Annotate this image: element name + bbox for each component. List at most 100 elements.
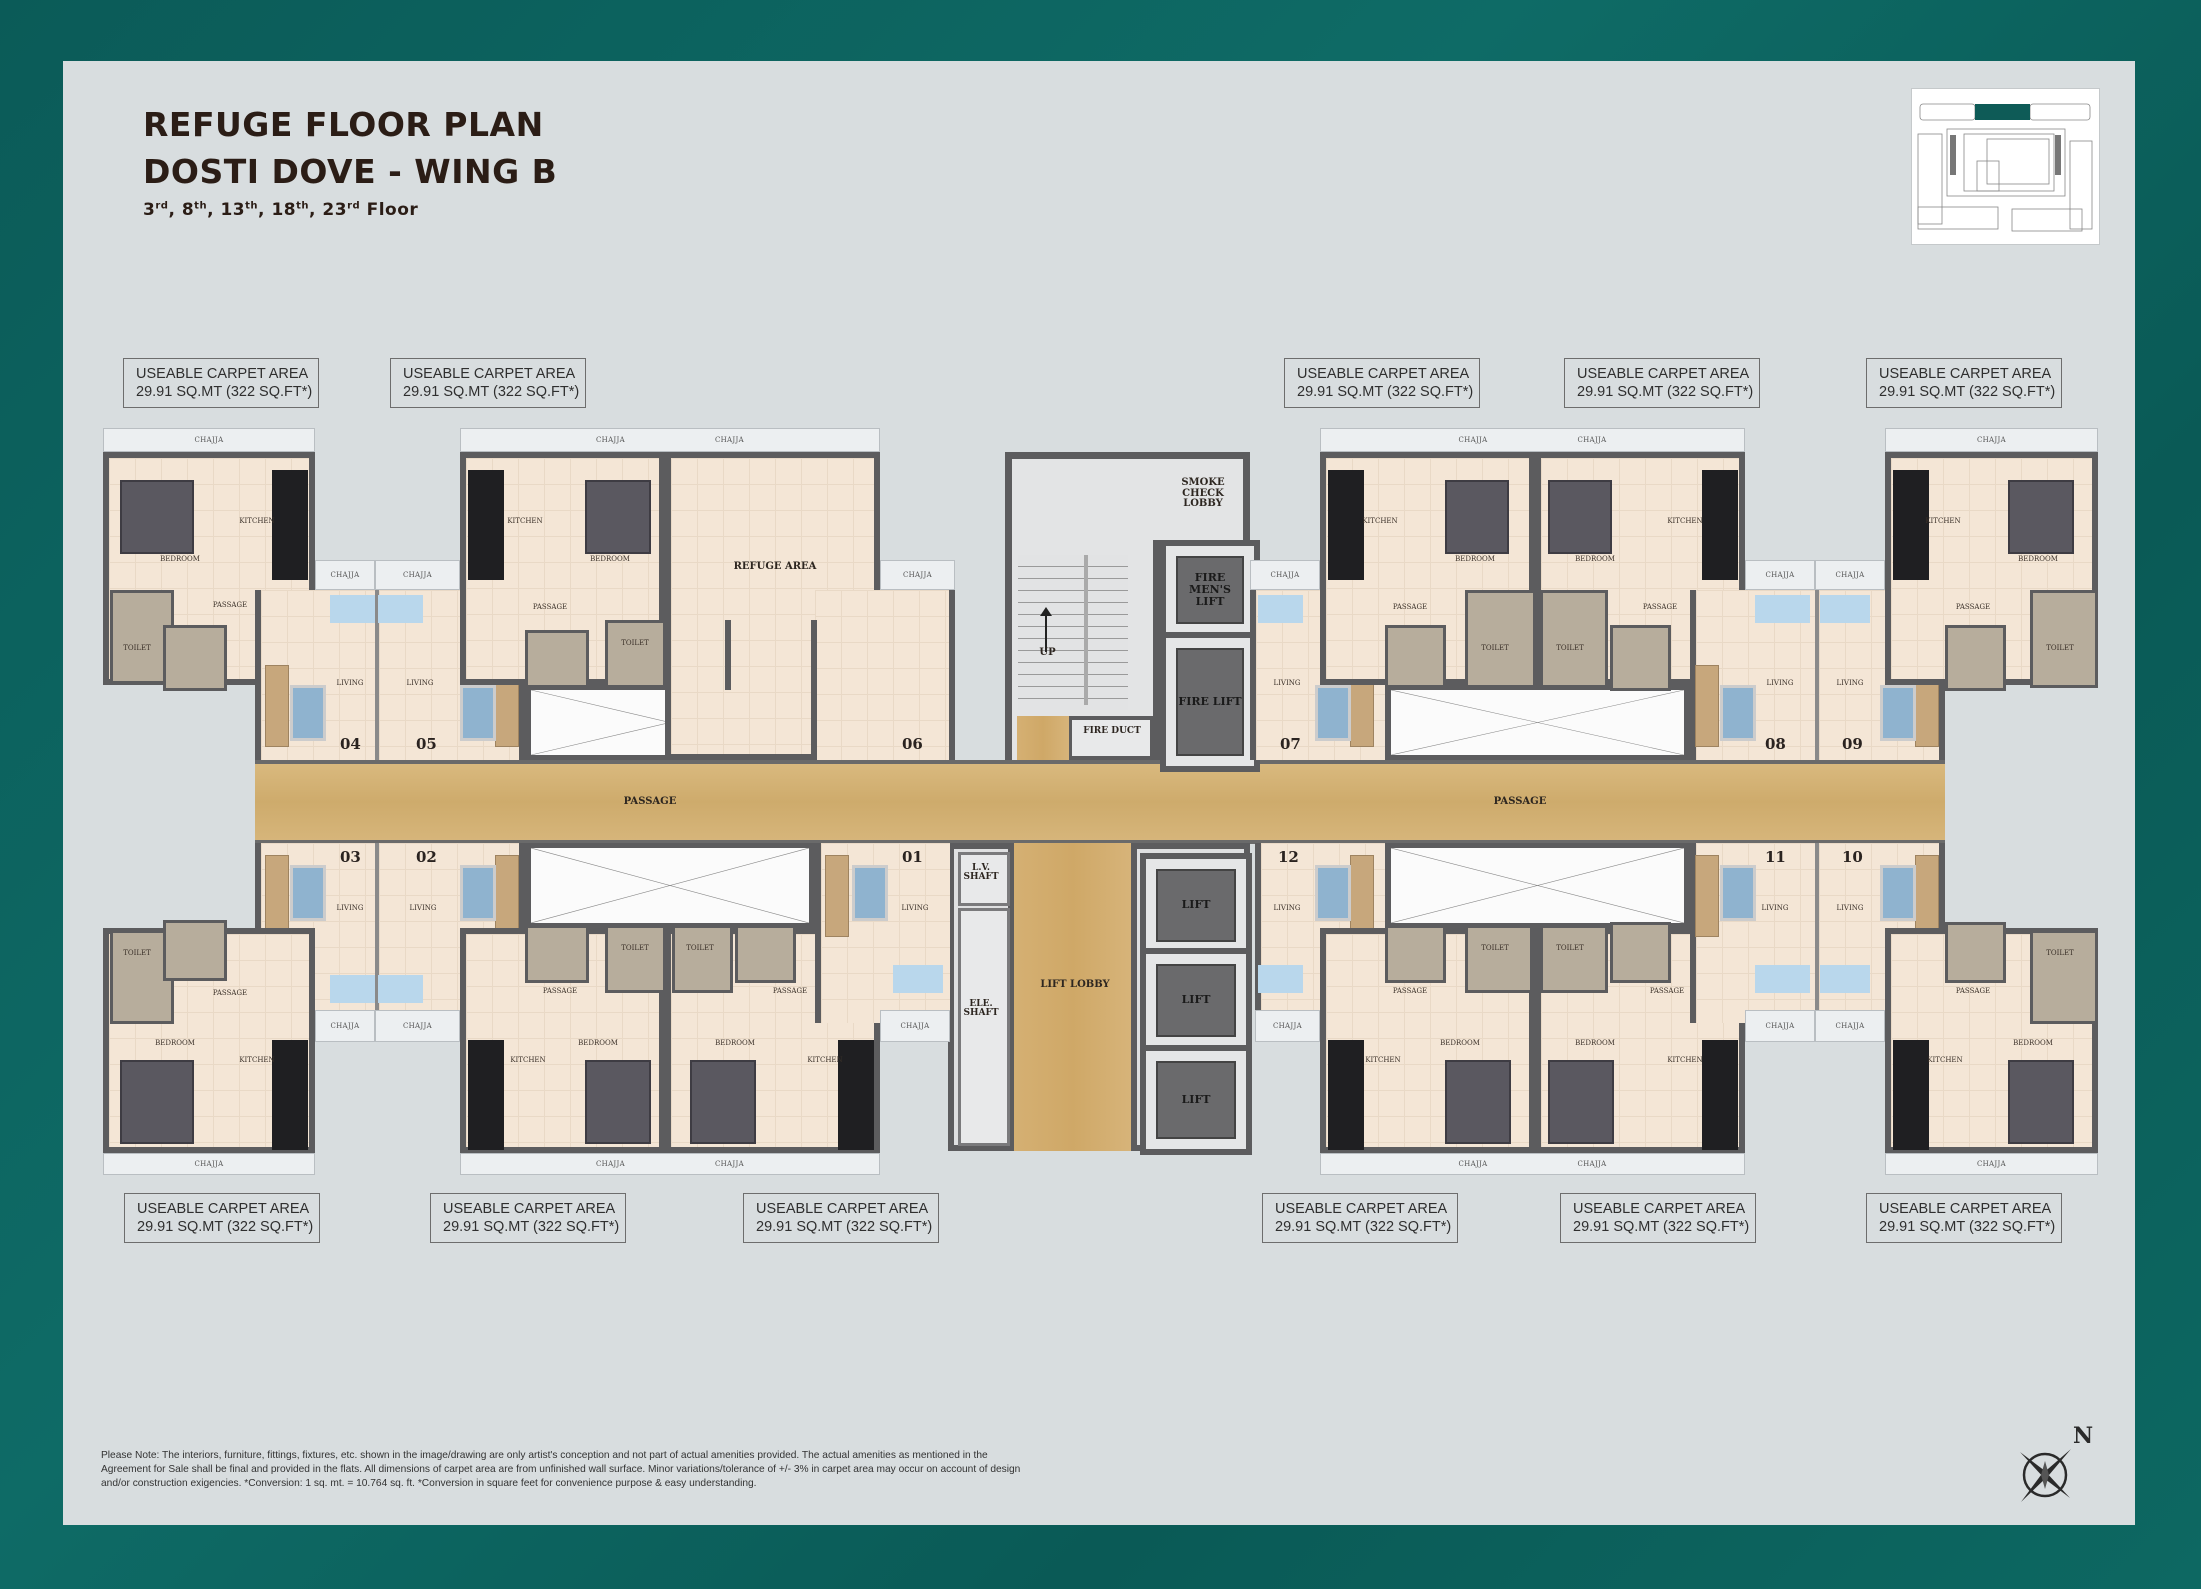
bed-icon [2008,480,2074,554]
chajja: CHAJJA [1885,1153,2098,1175]
room-label-toilet: TOILET [621,639,649,647]
open-void [525,843,815,928]
passenger-lift[interactable]: LIFT [1140,1045,1252,1155]
lift-lobby [1013,843,1133,1151]
chajja: CHAJJA [1815,560,1885,590]
kitchen-counter-icon [272,470,308,580]
room-label-bedroom: BEDROOM [2018,555,2058,563]
chajja: CHAJJA [1255,1010,1320,1042]
ele-shaft [958,908,1010,1146]
dining-table-icon [1258,595,1303,623]
lift-label: LIFT [1156,869,1236,942]
kitchen-counter-icon [1702,1040,1738,1150]
unit-number: 11 [1765,848,1786,866]
passage-corridor [255,760,1945,844]
tv-unit-icon [1880,685,1916,741]
room-label-passage: PASSAGE [1955,987,1991,995]
chajja: CHAJJA [375,560,460,590]
tv-unit-icon [1720,865,1756,921]
floor-list: 3rd, 8th, 13th, 18th, 23rd Floor [143,200,419,220]
toilet-room [1465,590,1536,688]
dining-table-icon [330,595,375,623]
room-label-kitchen: KITCHEN [1365,1056,1401,1064]
room-label-toilet: TOILET [1481,944,1509,952]
passenger-lift[interactable]: LIFT [1140,948,1252,1053]
room-label-passage: PASSAGE [1392,603,1428,611]
toilet-room [735,922,796,983]
chajja: CHAJJA [375,1010,460,1042]
room-label-bedroom: BEDROOM [1575,555,1615,563]
sofa-icon [825,855,849,937]
toilet-room [605,925,666,993]
passenger-lift[interactable]: LIFT [1140,853,1252,958]
refuge-area-label: REFUGE AREA [733,561,817,572]
room-label-toilet: TOILET [1481,644,1509,652]
room-label-living: LIVING [406,679,434,687]
room-label-toilet: TOILET [621,944,649,952]
sofa-icon [265,855,289,937]
room-label-toilet: TOILET [2046,644,2074,652]
room-label-living: LIVING [336,679,364,687]
toilet-room [1385,625,1446,691]
room-label-passage: PASSAGE [212,601,248,609]
fire-duct [1068,716,1154,760]
bed-icon [120,480,194,554]
bed-icon [690,1060,756,1144]
room-label-bedroom: BEDROOM [2013,1039,2053,1047]
toilet-room [1610,625,1671,691]
room-label-toilet: TOILET [1556,644,1584,652]
up-arrow-icon [1045,612,1047,652]
unit-number: 01 [902,848,923,866]
toilet-room [1540,925,1608,993]
lv-shaft [958,852,1010,906]
room-label-living: LIVING [1761,904,1789,912]
room-label-kitchen: KITCHEN [1927,1056,1963,1064]
staircase-steps [1018,555,1128,710]
room-label-kitchen: KITCHEN [1362,517,1398,525]
sofa-icon [1350,855,1374,937]
toilet-room [163,625,227,691]
room-label-passage: PASSAGE [532,603,568,611]
firemens-lift: FIRE MEN'S LIFT [1160,540,1260,640]
dining-table-icon [330,975,375,1003]
unit-number: 12 [1278,848,1299,866]
room-label-living: LIVING [336,904,364,912]
room-label-passage: PASSAGE [212,989,248,997]
chajja: CHAJJA [1745,1010,1815,1042]
toilet-room [163,920,227,981]
room-label-bedroom: BEDROOM [578,1039,618,1047]
dining-table-icon [893,965,943,993]
bed-icon [120,1060,194,1144]
kitchen-counter-icon [1328,470,1364,580]
lv-shaft-label: L.V. SHAFT [963,863,999,883]
dining-table-icon [378,975,423,1003]
unit-number: 08 [1765,735,1786,753]
toilet-room [1610,922,1671,983]
chajja: CHAJJA [880,1010,950,1042]
tv-unit-icon [852,865,888,921]
kitchen-counter-icon [1702,470,1738,580]
compass-rose-icon [2020,1449,2071,1502]
north-label: N [2073,1423,2094,1449]
north-compass: N [2015,1423,2110,1520]
kitchen-counter-icon [1893,1040,1929,1150]
room-label-bedroom: BEDROOM [1455,555,1495,563]
chajja: CHAJJA [1250,560,1320,590]
bed-icon [1548,1060,1614,1144]
chajja: CHAJJA [1815,1010,1885,1042]
toilet-room [1465,925,1533,993]
bed-icon [1445,1060,1511,1144]
fire-lift: FIRE LIFT [1160,632,1260,772]
sofa-icon [1915,855,1939,937]
room-label-living: LIVING [1766,679,1794,687]
toilet-room [2030,930,2098,1024]
dining-table-icon [378,595,423,623]
